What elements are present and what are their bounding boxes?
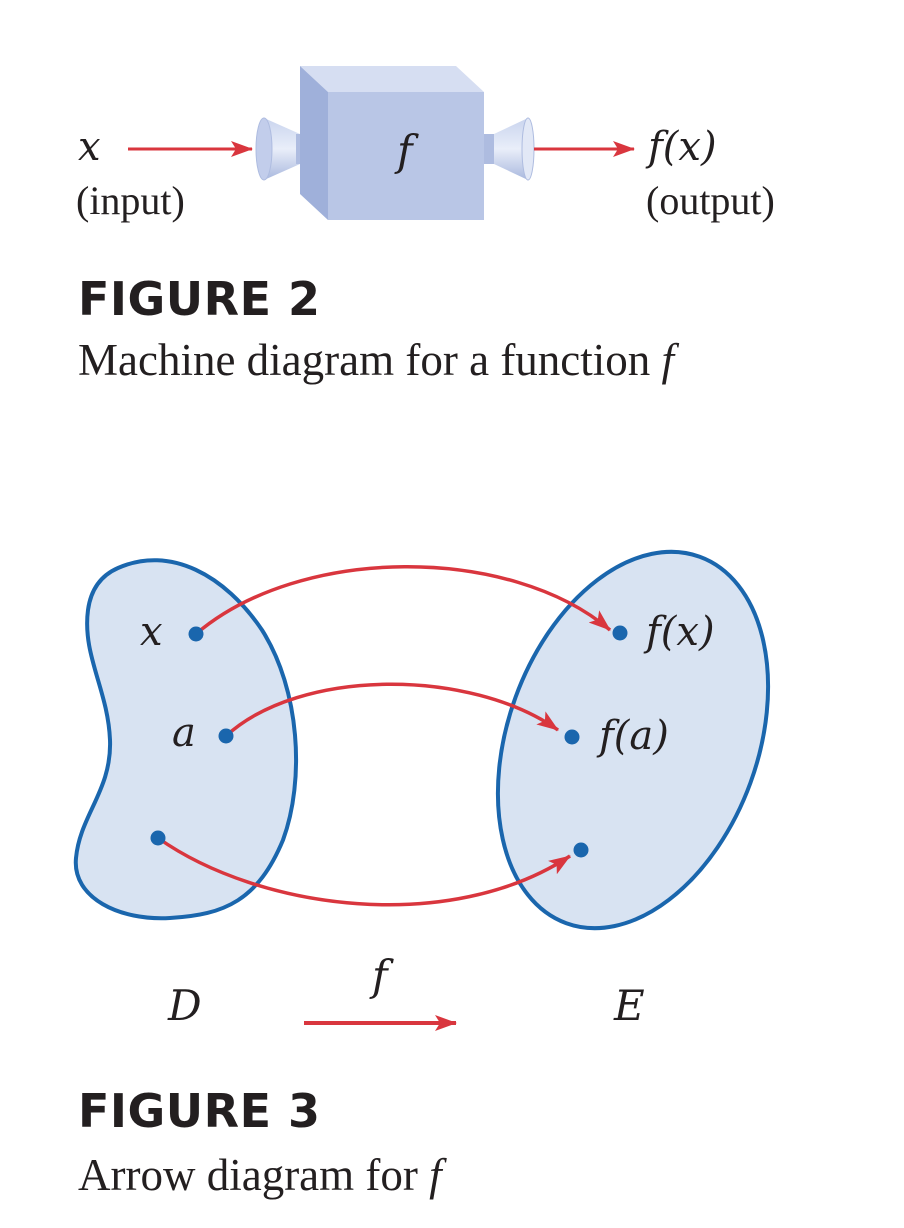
figure3-title: FIGURE 3 (78, 1084, 321, 1138)
domain-point-label-x: x (140, 609, 163, 655)
input-label: (input) (76, 178, 185, 223)
figure2-caption: Machine diagram for a function f (78, 338, 674, 383)
domain-set (73, 558, 299, 921)
codomain-point-fx (612, 625, 628, 641)
domain-point-label-a: a (172, 710, 196, 756)
output-label: (output) (646, 178, 775, 223)
mapping-arrow-x (194, 565, 612, 636)
figure2-caption-text: Machine diagram for a function (78, 335, 651, 385)
mapping-arrow-third (156, 836, 571, 907)
figure3-caption-symbol: f (429, 1150, 442, 1200)
arrow-diagram: x a f(x) f(a) D E f (73, 549, 771, 1031)
domain-point-a (218, 728, 234, 744)
domain-point-unlabeled (150, 830, 166, 846)
codomain-point-fa (564, 729, 580, 745)
domain-point-x (188, 626, 204, 642)
input-variable: x (78, 124, 101, 170)
codomain-point-label-fa: f(a) (596, 713, 669, 759)
figure2-title: FIGURE 2 (78, 272, 321, 326)
figure2-caption-symbol: f (661, 335, 675, 385)
output-variable: f(x) (645, 124, 717, 170)
codomain-set (495, 549, 771, 931)
map-label: f (369, 951, 394, 1000)
machine-diagram: x (input) f f(x) (output) (76, 66, 775, 223)
codomain-point-label-fx: f(x) (643, 609, 715, 655)
codomain-point-unlabeled (573, 842, 589, 858)
codomain-label: E (613, 981, 645, 1030)
domain-label: D (167, 981, 202, 1030)
function-box (300, 66, 484, 220)
mapping-arrow-a (224, 682, 560, 738)
figure3-caption: Arrow diagram for f (78, 1153, 442, 1198)
figure3-caption-text: Arrow diagram for (78, 1150, 418, 1200)
output-funnel (484, 117, 535, 181)
